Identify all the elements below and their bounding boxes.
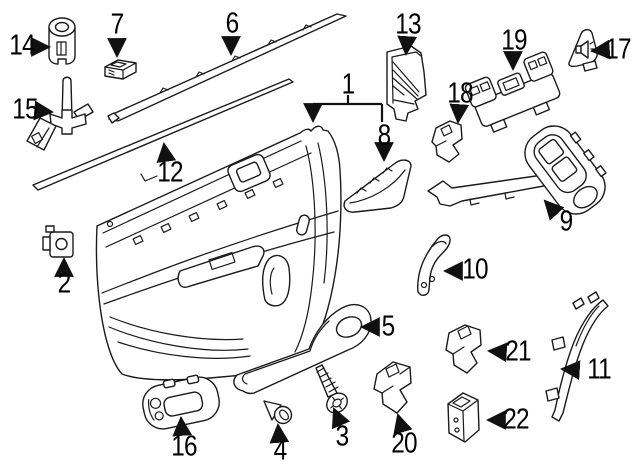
part-16-drawing [142,374,220,430]
part-4-drawing [263,400,293,425]
callout-2[interactable]: 2 [57,267,72,300]
callout-17[interactable]: 17 [605,33,631,66]
callout-15[interactable]: 15 [12,93,38,126]
part-22-drawing [447,392,480,443]
callout-21[interactable]: 21 [505,335,531,368]
callout-12[interactable]: 12 [157,156,183,189]
callout-leader-lines [31,35,611,444]
callout-18[interactable]: 18 [447,77,473,110]
callout-8[interactable]: 8 [377,119,392,152]
callout-7[interactable]: 7 [110,8,125,41]
callout-14[interactable]: 14 [9,29,35,62]
callout-1[interactable]: 1 [341,68,356,101]
part-18-drawing [431,120,463,163]
part-14-drawing [48,17,76,65]
part-9-drawing [427,125,607,215]
part-13-drawing [386,45,427,122]
callout-4[interactable]: 4 [273,434,288,467]
part-8-drawing [343,159,412,213]
callout-5[interactable]: 5 [381,310,396,343]
part-15-drawing [26,76,94,151]
part-2-drawing [42,225,74,258]
callout-10[interactable]: 10 [462,253,488,286]
callout-20[interactable]: 20 [391,427,417,460]
part-5-drawing [233,303,372,395]
callout-13[interactable]: 13 [395,8,421,41]
part-10-drawing [417,234,451,296]
callout-3[interactable]: 3 [335,420,350,453]
part-7-drawing [104,59,137,80]
part-12-drawing [32,78,294,191]
part-3-drawing [315,364,348,414]
callout-16[interactable]: 16 [171,430,197,463]
part-21-drawing [445,324,482,374]
callout-6[interactable]: 6 [225,7,240,40]
part-1-drawing [95,125,342,381]
callout-9[interactable]: 9 [559,205,574,238]
part-20-drawing [373,361,412,414]
callout-19[interactable]: 19 [501,24,527,57]
callout-22[interactable]: 22 [503,403,529,436]
part-11-drawing [545,291,609,422]
part-19-drawing [464,51,561,133]
callout-11[interactable]: 11 [587,353,611,386]
part-6-drawing [107,13,347,124]
